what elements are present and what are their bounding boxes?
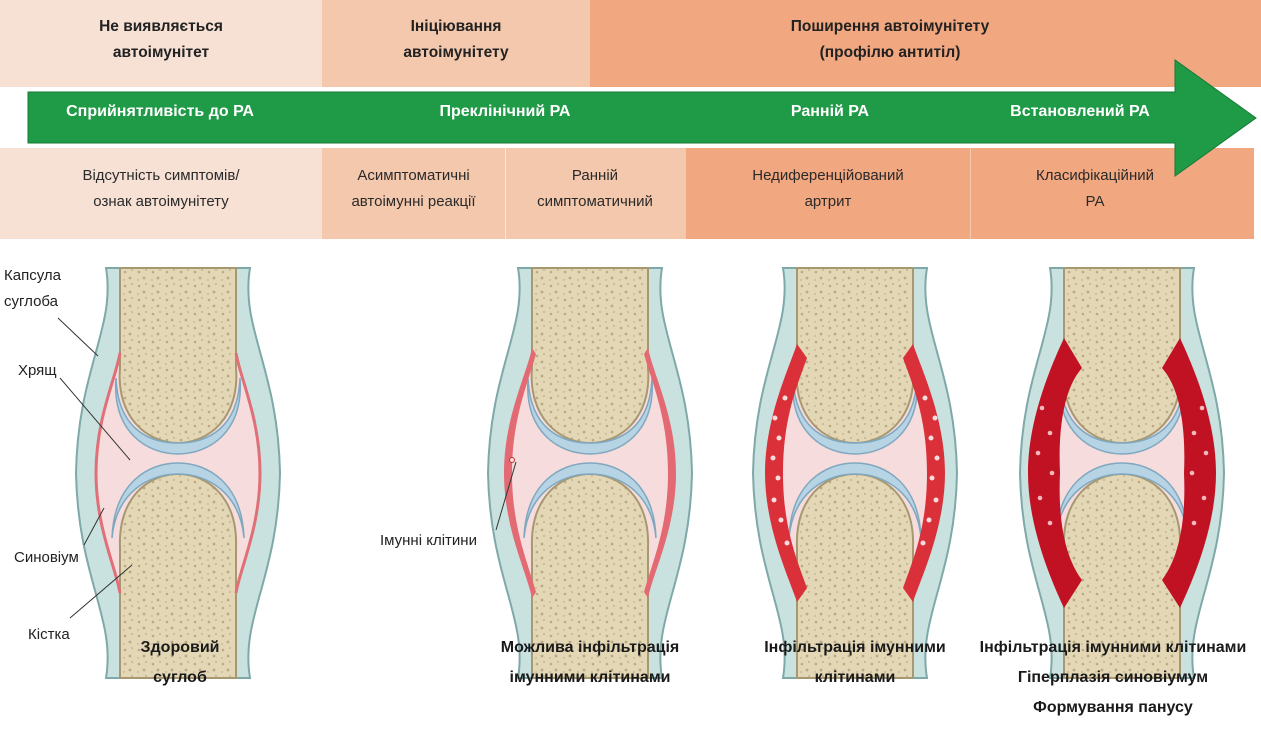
stage-susceptibility: Сприйнятливість до РА [40,103,280,121]
subheader-asymptomatic: Асимптоматичні автоімунні реакції [322,163,505,215]
subheader-undifferentiated: Недиференційований артрит [686,163,970,215]
label-immune-cells: Імунні клітини [380,528,477,554]
stage-preclinical: Преклінічний РА [400,103,610,121]
label-cartilage: Хрящ [18,358,57,384]
subheader-early-symptomatic: Ранній симптоматичний [505,163,685,215]
joint-established-ra [1020,268,1224,678]
header-no-autoimmunity: Не виявляється автоімунітет [0,14,322,66]
label-joint-capsule: Капсула суглоба [4,263,94,315]
header-spread: Поширення автоімунітету (профілю антитіл… [600,14,1180,66]
joint-healthy [76,268,280,678]
header-initiation: Ініціювання автоімунітету [322,14,590,66]
stage-early-ra: Ранній РА [740,103,920,121]
caption-infiltration: Інфільтрація імунними клітинами [740,633,970,693]
joint-infiltration [753,268,957,678]
label-bone: Кістка [28,622,70,648]
caption-possible-infiltration: Можлива інфільтрація імунними клітинами [480,633,700,693]
subheader-classification: Класифікаційний РА [970,163,1220,215]
subheader-no-symptoms: Відсутність симптомів/ ознак автоімуніте… [0,163,322,215]
stage-established-ra: Встановлений РА [990,103,1170,121]
caption-healthy-joint: Здоровий суглоб [90,633,270,693]
label-synovium: Синовіум [14,545,79,571]
caption-established: Інфільтрація імунними клітинами Гіперпла… [968,633,1258,723]
joint-possible-infiltration [488,268,692,678]
